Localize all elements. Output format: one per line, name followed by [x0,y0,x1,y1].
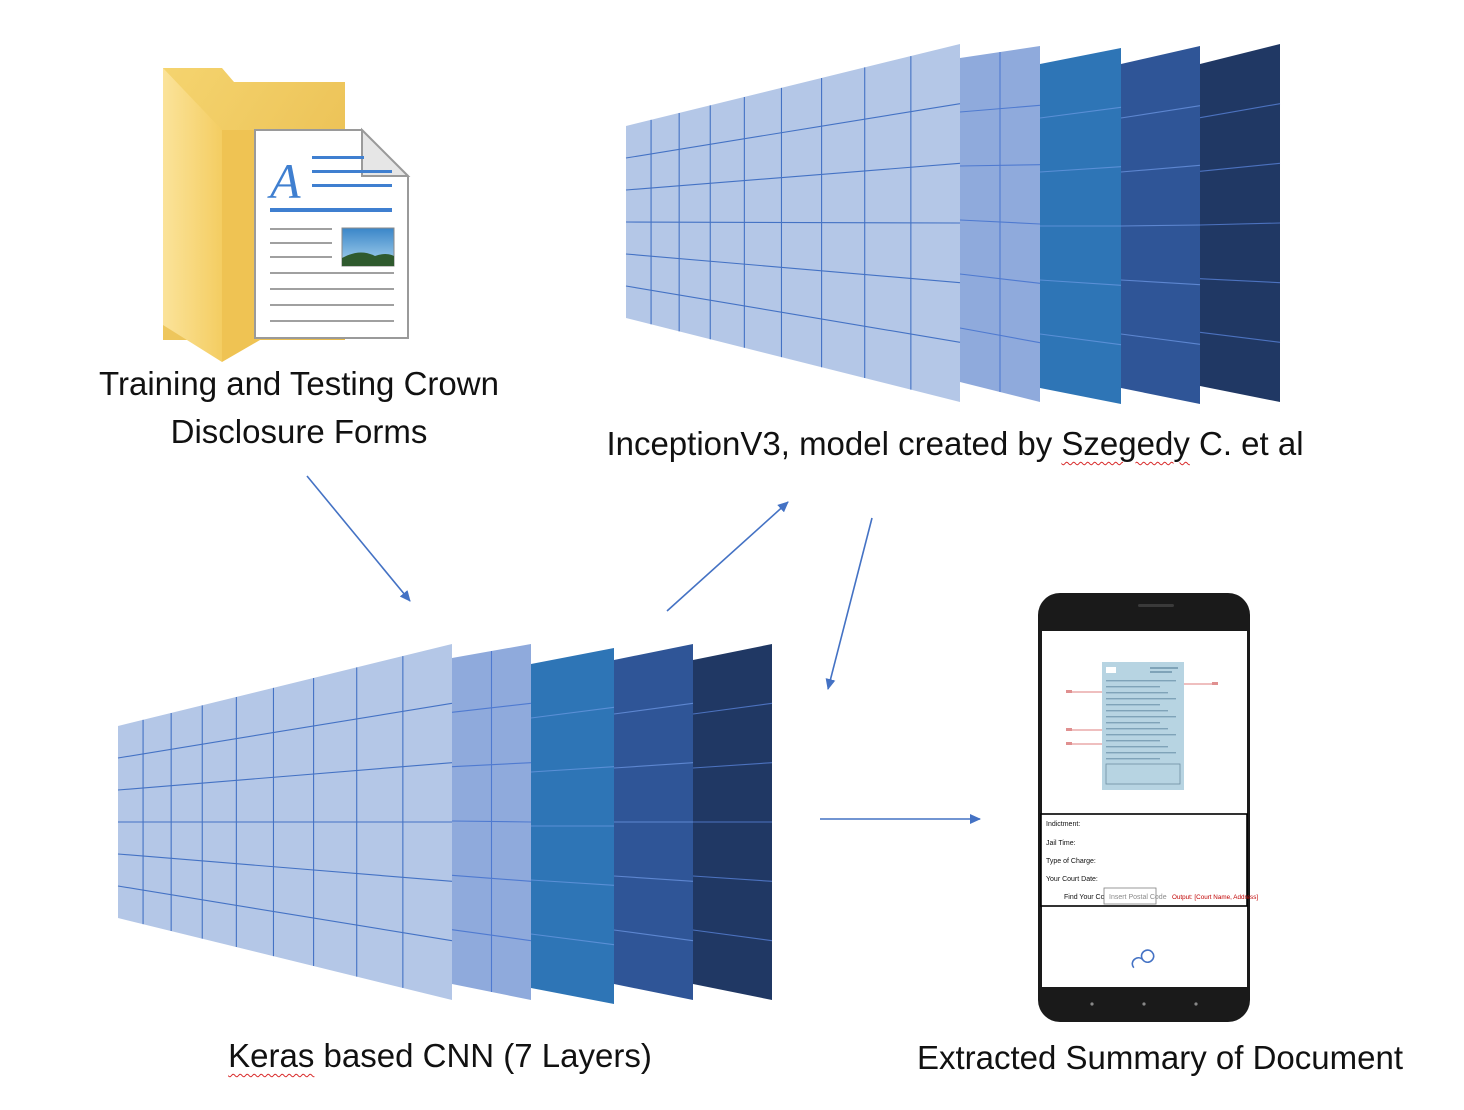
document-icon: A [254,127,411,339]
preview-text-line [1106,734,1176,736]
caption-inception-prefix: InceptionV3, model created by [606,425,1062,462]
inceptionv3-layer-2-gridline [959,327,1041,344]
inceptionv3-layer-5-gridline [1199,222,1281,226]
preview-text-line [1106,728,1168,730]
inceptionv3-layer-2-gridline [959,219,1041,225]
keras-cnn-layer-4-gridline [613,875,694,882]
caption-inceptionv3: InceptionV3, model created by Szegedy C.… [560,420,1350,468]
keras-cnn-layer-5-gridline [692,875,773,882]
field-jail-time: Jail Time: [1046,840,1076,847]
inceptionv3-layer-5 [1200,44,1280,402]
field-type-of-charge: Type of Charge: [1046,858,1096,865]
inceptionv3-layer-5-gridline [1199,278,1281,284]
preview-text-line [1106,692,1168,694]
preview-text-line [1106,746,1168,748]
field-indictment: Indictment: [1046,821,1080,828]
scanned-document-preview [1066,662,1218,790]
inceptionv3-layer-5-gridline [1199,331,1281,343]
postal-code-input[interactable] [1103,887,1157,905]
inceptionv3-layer-5-gridline [1199,162,1281,172]
caption-training-forms: Training and Testing Crown Disclosure Fo… [60,360,538,456]
preview-text-line [1106,710,1168,712]
keras-cnn-layer-stack [117,644,773,1004]
inceptionv3-layer-2-gridline [959,273,1041,284]
inceptionv3-layer-3-gridline [1039,166,1122,173]
inceptionv3-layer-1-gridline [625,285,961,343]
keras-cnn-layer-1-gridline [117,885,453,942]
inceptionv3-layer-4-gridline [1120,164,1201,173]
caption-inception-author: Szegedy [1061,425,1190,462]
inceptionv3-layer-3-gridline [1039,279,1122,286]
arrow-keras-to-inception [666,501,789,612]
keras-cnn-layer-3-gridline [530,933,615,946]
keras-cnn-layer-2-gridline [451,702,532,713]
preview-text-line [1106,686,1160,688]
inceptionv3-layer-4-gridline [1120,279,1201,286]
keras-cnn-layer-3-gridline [530,879,615,886]
inceptionv3-layer-4-gridline [1120,105,1201,119]
keras-cnn-layer-4-gridline [613,929,694,942]
phone-icon: Indictment: Jail Time: Type of Charge: Y… [1038,593,1258,1022]
preview-text-line [1106,740,1160,742]
preview-text-line [1106,752,1176,754]
keras-cnn-layer-2-gridline [451,820,532,823]
keras-cnn-layer-3-gridline [530,706,615,719]
caption-keras-rest: based CNN (7 Layers) [314,1037,652,1074]
keras-cnn-layer-5-gridline [692,702,773,715]
keras-cnn-layer-4-gridline [613,762,694,769]
caption-training-line2: Disclosure Forms [170,413,428,450]
find-court-label: Find Your Court: [1064,894,1115,901]
svg-text:A: A [267,153,301,209]
inceptionv3-layer-1-gridline [625,221,961,224]
caption-keras-cnn: Keras based CNN (7 Layers) [200,1032,680,1080]
inceptionv3-layer-3-gridline [1039,333,1122,346]
keras-cnn-layer-1-gridline [117,853,453,882]
preview-text-line [1106,716,1176,718]
inceptionv3-layer-4-gridline [1120,224,1201,227]
keras-cnn-layer-1-gridline [117,762,453,791]
postal-code-placeholder: Insert Postal Code [1109,894,1167,901]
inceptionv3-layer-1-gridline [625,253,961,284]
keras-cnn-layer-3-gridline [530,766,615,773]
inceptionv3-layer-stack [625,44,1281,404]
caption-inception-suffix: C. et al [1189,425,1304,462]
keras-cnn-layer-2-gridline [451,762,532,768]
arrow-inception-to-output [825,517,873,690]
caption-training-line1: Training and Testing Crown [99,365,499,402]
preview-text-line [1106,698,1176,700]
inceptionv3-layer-5-gridline [1199,103,1281,119]
inceptionv3-layer-2-gridline [959,104,1041,113]
caption-extracted-summary: Extracted Summary of Document [916,1039,1403,1076]
arrow-forms-to-keras [306,475,411,602]
keras-cnn-layer-1-gridline [117,702,453,759]
field-court-date: Your Court Date: [1046,876,1098,883]
output-text: Output: [Court Name, Address] [1172,894,1258,901]
keras-cnn-layer-4-gridline [613,702,694,715]
inceptionv3-layer-2-gridline [959,164,1041,167]
keras-cnn-layer-5-gridline [692,929,773,942]
keras-cnn-layer-2-gridline [451,874,532,882]
caption-keras-first: Keras [228,1037,315,1074]
preview-text-line [1106,680,1176,682]
inceptionv3-layer-3-gridline [1039,106,1122,119]
inceptionv3-layer-1-gridline [625,103,961,159]
keras-cnn-layer-5-gridline [692,762,773,769]
keras-cnn-layer-2-gridline [451,929,532,942]
inceptionv3-layer-1-gridline [625,162,961,191]
preview-text-line [1106,704,1160,706]
preview-text-line [1106,758,1160,760]
inceptionv3-layer-4-gridline [1120,333,1201,345]
preview-text-line [1106,722,1160,724]
spinner-icon [1131,949,1155,969]
